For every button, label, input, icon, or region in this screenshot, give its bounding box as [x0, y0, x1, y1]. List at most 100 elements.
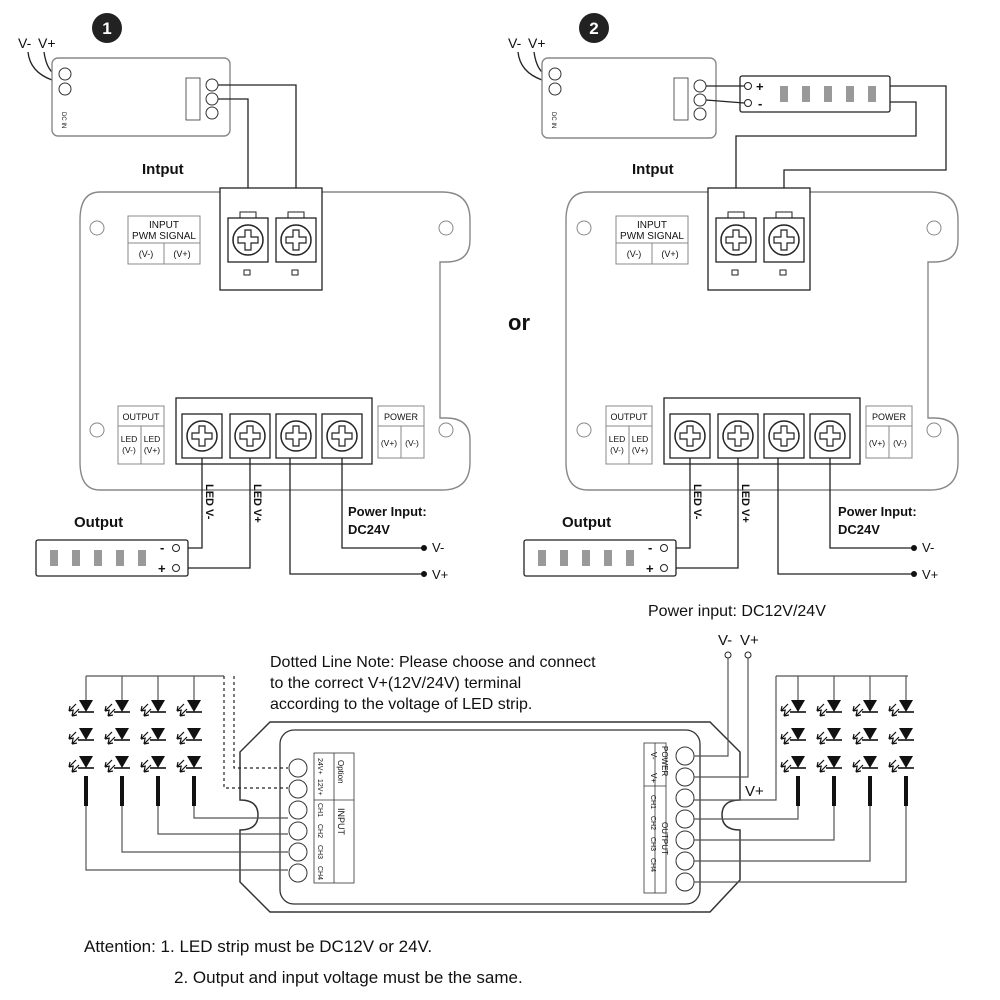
pwm-controller-1: DC IN — [51, 57, 231, 137]
attention-line-1: Attention: 1. LED strip must be DC12V or… — [84, 937, 432, 956]
signal-wire-vminus — [27, 51, 53, 81]
dotted-note-line-2: to the correct V+(12V/24V) terminal — [270, 675, 521, 692]
svg-text:(V+): (V+) — [632, 445, 648, 455]
led-vminus-label-1: LED V- — [203, 484, 215, 520]
svg-text:V+: V+ — [528, 35, 546, 51]
input-title-2: Intput — [632, 161, 674, 178]
vplus-common-label: V+ — [745, 783, 764, 800]
input-pwm-panel-1: INPUT PWM SIGNAL (V-) (V+) — [127, 215, 201, 265]
svg-text:CH2: CH2 — [649, 816, 656, 830]
signal-wire-vplus — [43, 51, 53, 73]
svg-text:OUTPUT: OUTPUT — [123, 412, 161, 422]
svg-text:CH1: CH1 — [316, 803, 323, 817]
svg-text:LED: LED — [632, 434, 649, 444]
svg-text:PWM SIGNAL: PWM SIGNAL — [620, 231, 684, 242]
svg-text:POWER: POWER — [872, 412, 907, 422]
output-terminal-block-1 — [175, 397, 373, 465]
svg-text:(V+): (V+) — [173, 249, 190, 259]
output-terminal-block-2 — [663, 397, 861, 465]
svg-text:(V+): (V+) — [869, 438, 885, 448]
input-wire-vminus-1 — [218, 98, 249, 212]
svg-text:-: - — [648, 540, 652, 555]
output-panel-1: OUTPUT LED (V-) LED (V+) — [117, 405, 165, 465]
svg-text:POWER: POWER — [384, 412, 419, 422]
svg-text:V-: V- — [922, 540, 934, 555]
bottom-diagram: Power input: DC12V/24V V- V+ Dotted Line… — [68, 603, 915, 987]
step-1-badge — [92, 13, 122, 43]
supply-vminus-label: V- — [718, 632, 732, 649]
svg-text:INPUT: INPUT — [149, 220, 179, 231]
svg-text:V+: V+ — [922, 567, 938, 582]
step-2-number: 2 — [589, 19, 598, 38]
svg-text:DC IN: DC IN — [550, 112, 556, 128]
right-led-strings — [694, 658, 915, 883]
svg-text:(V-): (V-) — [405, 438, 419, 448]
svg-text:PWM SIGNAL: PWM SIGNAL — [132, 231, 196, 242]
svg-text:LED V+: LED V+ — [739, 484, 751, 523]
svg-text:INPUT: INPUT — [336, 808, 346, 836]
diagram-1: 1 V- V+ DC IN Intput — [18, 13, 471, 582]
svg-text:CH1: CH1 — [649, 795, 656, 809]
output-block: POWER V- V+ OUTPUT CH1 CH2 CH3 CH4 — [643, 742, 695, 894]
svg-text:POWER: POWER — [660, 746, 669, 776]
input-title-1: Intput — [142, 161, 184, 178]
input-wire-vminus-2 — [735, 101, 917, 212]
led-strip-top-2: + - — [739, 75, 891, 113]
svg-text:LED: LED — [121, 434, 138, 444]
power-panel-1: POWER (V+) (V-) — [377, 405, 425, 459]
svg-text:12V+: 12V+ — [316, 779, 323, 796]
svg-text:OUTPUT: OUTPUT — [660, 822, 669, 855]
svg-text:DC24V: DC24V — [838, 522, 880, 537]
svg-text:V-: V- — [649, 752, 658, 760]
power-vminus-label-1: V- — [432, 540, 444, 555]
svg-text:Power Input:: Power Input: — [838, 504, 917, 519]
led-controller-housing — [239, 721, 741, 913]
svg-text:Option: Option — [336, 760, 345, 784]
output-title-1: Output — [74, 514, 123, 531]
bottom-power-input-label: Power input: DC12V/24V — [648, 603, 826, 620]
svg-text:(V+): (V+) — [381, 438, 397, 448]
power-input-title-1: Power Input: — [348, 504, 427, 519]
input-terminal-block-1 — [219, 187, 323, 291]
svg-text:(V+): (V+) — [144, 445, 160, 455]
svg-text:(V-): (V-) — [610, 445, 624, 455]
svg-text:CH3: CH3 — [316, 845, 323, 859]
input-wire-vplus-2 — [783, 85, 947, 212]
svg-text:V+: V+ — [649, 773, 658, 783]
svg-text:CH2: CH2 — [316, 824, 323, 838]
signal-vplus-label: V+ — [38, 35, 56, 51]
power-vminus-wire-1 — [341, 458, 424, 549]
svg-text:+: + — [756, 79, 764, 94]
svg-text:CH4: CH4 — [316, 866, 323, 880]
power-input-voltage-1: DC24V — [348, 522, 390, 537]
or-label: or — [508, 310, 530, 335]
pwm-controller-2: DC IN — [541, 57, 717, 139]
svg-text:24V+: 24V+ — [316, 758, 323, 775]
attention-line-2: 2. Output and input voltage must be the … — [174, 968, 523, 987]
supply-vplus-label: V+ — [740, 632, 759, 649]
step-1-number: 1 — [102, 19, 111, 38]
diagram-2: 2 V- V+ DC IN + - — [508, 13, 959, 582]
svg-text:-: - — [160, 540, 164, 555]
dotted-note-line-3: according to the voltage of LED strip. — [270, 696, 532, 713]
svg-text:(V-): (V-) — [627, 249, 642, 259]
svg-text:+: + — [158, 561, 166, 576]
svg-text:(V+): (V+) — [661, 249, 678, 259]
input-pwm-panel-2: INPUT PWM SIGNAL (V-) (V+) — [615, 215, 689, 265]
svg-text:CH3: CH3 — [649, 837, 656, 851]
svg-text:(V-): (V-) — [122, 445, 136, 455]
svg-text:+: + — [646, 561, 654, 576]
led-vplus-wire-1 — [184, 458, 251, 569]
step-2-badge — [579, 13, 609, 43]
input-block: Option 24V+ 12V+ INPUT CH1 CH2 CH3 CH4 — [288, 752, 355, 884]
svg-text:DC IN: DC IN — [60, 112, 66, 128]
signal-vminus-label: V- — [18, 35, 32, 51]
power-panel-2: POWER (V+) (V-) — [865, 405, 913, 459]
svg-text:LED: LED — [609, 434, 626, 444]
output-title-2: Output — [562, 514, 611, 531]
svg-text:INPUT: INPUT — [637, 220, 667, 231]
svg-text:(V-): (V-) — [139, 249, 154, 259]
svg-text:V-: V- — [508, 35, 522, 51]
led-strip-1: - + — [35, 539, 189, 577]
